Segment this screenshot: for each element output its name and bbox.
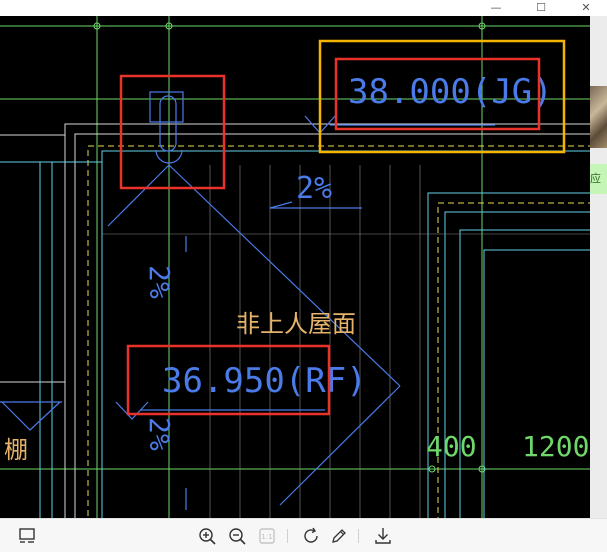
edit-button[interactable] xyxy=(328,525,350,547)
toolbar-divider-2 xyxy=(358,529,359,543)
slope-label-left-lower: 2% xyxy=(143,417,176,451)
annotation-box-jg xyxy=(334,57,541,131)
title-bar: — ☐ ✕ xyxy=(0,0,607,16)
left-partial-label: 棚 xyxy=(4,436,28,464)
download-icon xyxy=(375,528,391,544)
panel-layout-icon xyxy=(19,528,35,543)
viewer-toolbar: 1:1 xyxy=(0,518,607,552)
dimension-400: 400 xyxy=(426,430,477,463)
grid-markers xyxy=(93,22,486,473)
elevation-jg-label: 38.000(JG) xyxy=(348,72,553,112)
edit-icon xyxy=(332,529,346,543)
drawing-viewer[interactable]: 38.000(JG) 36.950(RF) 2% 2% 2% 非上人屋面 400… xyxy=(0,16,590,518)
elevation-rf-label: 36.950(RF) xyxy=(162,361,367,401)
minimize-icon: — xyxy=(490,1,502,14)
dimension-1200: 1200 xyxy=(522,430,589,463)
grid-lines xyxy=(0,16,590,518)
minimize-button[interactable]: — xyxy=(482,0,510,16)
download-button[interactable] xyxy=(372,525,394,547)
slope-label-left-upper: 2% xyxy=(143,265,176,299)
slope-arrow-top xyxy=(269,201,362,209)
background-green-tab-text: 应 xyxy=(590,172,601,185)
slope-label-top: 2% xyxy=(296,171,332,206)
zoom-out-icon xyxy=(229,528,246,545)
page-indicator: 1:1 xyxy=(261,533,272,541)
background-green-tab: 应 xyxy=(590,164,607,194)
inner-walls xyxy=(0,150,590,518)
zoom-in-button[interactable] xyxy=(196,525,218,547)
maximize-icon: ☐ xyxy=(536,1,546,14)
annotation-box-rf xyxy=(126,344,331,416)
parapet-dashed-lines xyxy=(87,145,590,518)
maximize-button[interactable]: ☐ xyxy=(527,0,555,16)
close-button[interactable]: ✕ xyxy=(572,0,600,16)
actual-size-button[interactable]: 1:1 xyxy=(256,525,278,547)
zoom-out-button[interactable] xyxy=(226,525,248,547)
panel-layout-button[interactable] xyxy=(16,525,38,547)
zoom-in-icon xyxy=(199,528,216,545)
roof-hatching xyxy=(102,165,590,518)
drainage-slope-lines xyxy=(107,164,401,510)
roof-type-label: 非上人屋面 xyxy=(236,310,356,338)
background-thumbnail xyxy=(590,86,607,148)
annotation-boxes xyxy=(119,39,566,416)
background-window-strip: 应 xyxy=(590,16,607,518)
cad-drawing: 38.000(JG) 36.950(RF) 2% 2% 2% 非上人屋面 400… xyxy=(0,16,590,518)
annotation-box-jg-outer xyxy=(318,39,566,154)
annotation-box-drain xyxy=(119,74,226,190)
rotate-button[interactable] xyxy=(300,525,322,547)
drawing-background xyxy=(0,16,590,518)
close-icon: ✕ xyxy=(581,1,591,14)
rotate-icon xyxy=(304,527,318,543)
toolbar-divider xyxy=(287,529,288,543)
actual-size-icon: 1:1 xyxy=(259,528,275,544)
roof-drain-icon xyxy=(149,91,184,164)
